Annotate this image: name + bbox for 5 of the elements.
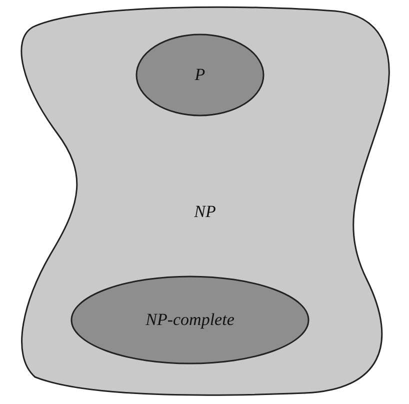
set-label: NP-complete	[146, 310, 234, 330]
set-ellipse	[70, 275, 310, 365]
set-label: P	[194, 65, 206, 85]
set-ellipse	[135, 33, 265, 117]
set-label: NP	[194, 202, 216, 222]
